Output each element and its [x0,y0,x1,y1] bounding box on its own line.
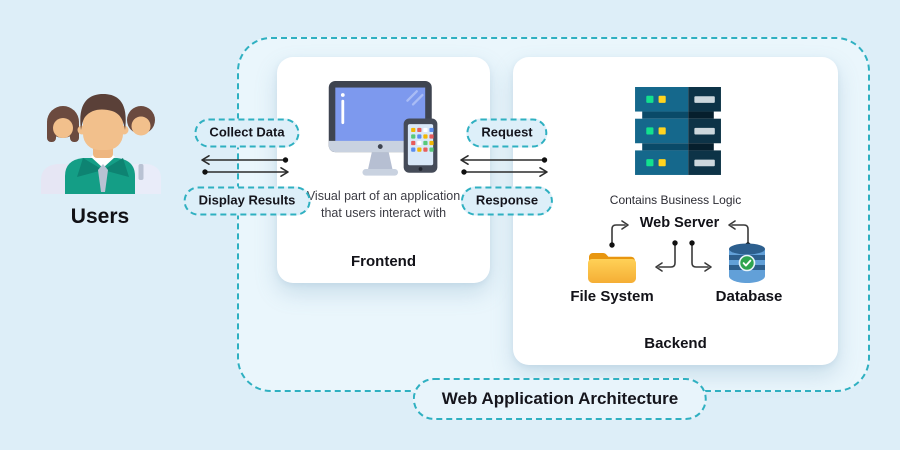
monitor-tablet-icon [328,81,438,176]
users-label: Users [70,205,130,228]
frontend-description: Visual part of an application that users… [306,189,461,220]
request-label: Request [466,118,548,148]
frontend-backend-arrows-icon [460,154,548,178]
backend-label: Backend [644,335,707,352]
display-results-label: Display Results [183,186,311,216]
file-system-label: File System [570,288,654,305]
users-group: Users [30,86,170,229]
frontend-box: Visual part of an application that users… [277,57,490,283]
diagram-title: Web Application Architecture [412,378,708,420]
response-label: Response [460,186,554,216]
backend-caption: Contains Business Logic [609,193,742,207]
database-icon [729,243,765,283]
web-server-label: Web Server [639,215,720,231]
users-icon [41,94,161,194]
backend-box: Contains Business Logic Web Server [513,57,838,365]
database-label: Database [715,288,783,305]
frontend-label: Frontend [351,253,416,270]
collect-data-label: Collect Data [194,118,300,148]
users-frontend-arrows-icon [201,154,289,178]
server-icon [635,87,721,175]
file-system-icon [588,253,636,283]
